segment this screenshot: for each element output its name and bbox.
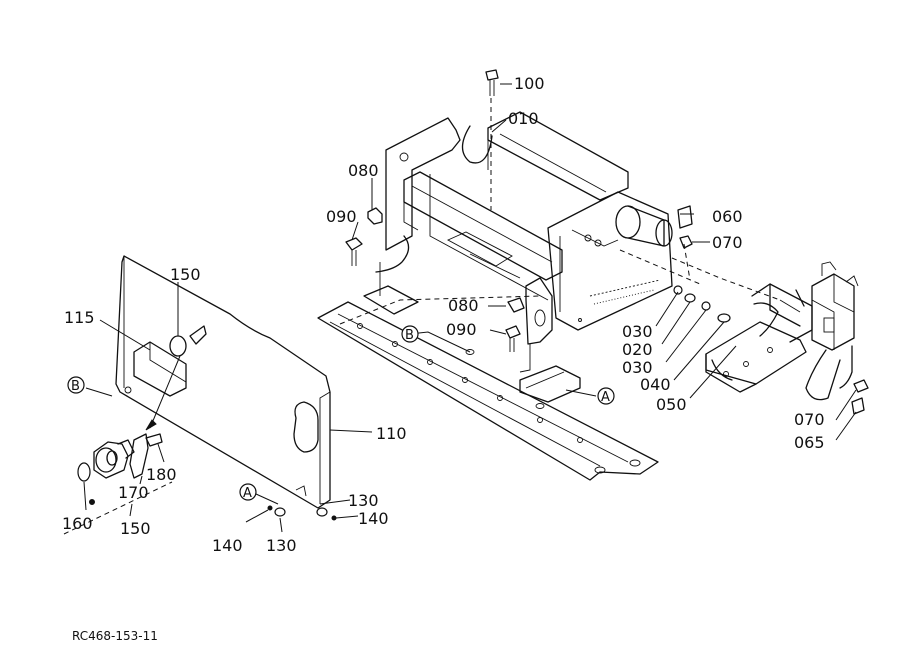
- right-bracket: [705, 261, 859, 401]
- assembly-lines: [339, 98, 781, 325]
- hardware: [267, 69, 869, 521]
- part-label: 090: [326, 207, 357, 226]
- part-label: 140: [358, 509, 389, 528]
- base-plate: [317, 301, 659, 481]
- part-label: 130: [348, 491, 379, 510]
- lock-assembly: [63, 355, 181, 535]
- callout-letter: A: [601, 390, 610, 405]
- part-label: 040: [640, 375, 671, 394]
- part-label: 160: [62, 514, 93, 533]
- leader-lines: [83, 83, 857, 533]
- callout-letter: A: [243, 486, 252, 501]
- part-label: 010: [508, 109, 539, 128]
- part-label: 180: [146, 465, 177, 484]
- callout-letters: B B A A: [71, 328, 610, 501]
- part-label: 140: [212, 536, 243, 555]
- part-label: 030: [622, 322, 653, 341]
- part-label: 020: [622, 340, 653, 359]
- callout-letter: B: [405, 328, 414, 343]
- part-label: 130: [266, 536, 297, 555]
- part-label: 060: [712, 207, 743, 226]
- part-label: 150: [170, 265, 201, 284]
- part-label: 065: [794, 433, 825, 452]
- part-label: 100: [514, 74, 545, 93]
- part-labels: 100 010 080 090 060 070 150 115 080 090 …: [62, 74, 825, 555]
- callout-letter: B: [71, 379, 80, 394]
- part-label: 070: [794, 410, 825, 429]
- part-label: 080: [348, 161, 379, 180]
- part-label: 150: [120, 519, 151, 538]
- part-label: 115: [64, 308, 95, 327]
- main-frame: [363, 111, 673, 409]
- part-label: 030: [622, 358, 653, 377]
- side-cover: [115, 255, 331, 509]
- part-label: 110: [376, 424, 407, 443]
- part-label: 170: [118, 483, 149, 502]
- drawing-reference: RC468-153-11: [72, 629, 158, 643]
- part-label: 050: [656, 395, 687, 414]
- part-label: 080: [448, 296, 479, 315]
- part-label: 070: [712, 233, 743, 252]
- callout-circles: [67, 325, 615, 501]
- part-label: 090: [446, 320, 477, 339]
